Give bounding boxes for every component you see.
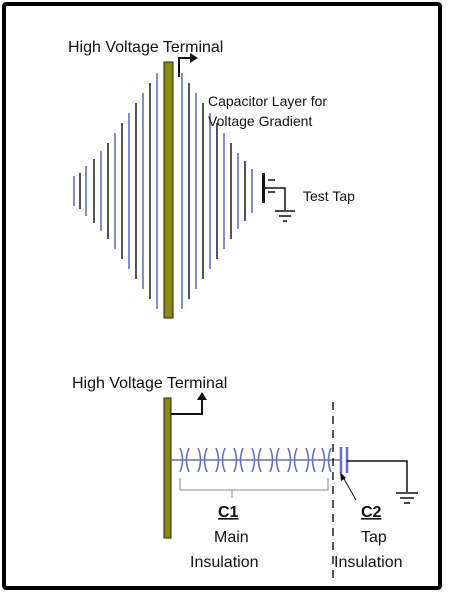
top-hv-terminal-label: High Voltage Terminal <box>68 39 223 56</box>
bottom-ground-icon <box>396 492 418 504</box>
chain-capacitor-b-1 <box>203 447 208 473</box>
chain-capacitor-0 <box>179 447 184 473</box>
chain-capacitor-6 <box>287 447 292 473</box>
c2-pointer <box>342 476 357 501</box>
bottom-hv-arrow-icon <box>197 392 207 400</box>
bottom-conductor <box>163 397 172 539</box>
central-conductor <box>163 61 174 319</box>
chain-capacitor-4 <box>251 447 256 473</box>
hv-terminal-arrow-icon <box>190 53 198 63</box>
chain-capacitor-b-4 <box>257 447 262 473</box>
bottom-hv-terminal-label: High Voltage Terminal <box>72 375 227 392</box>
test-tap-lead <box>265 187 286 210</box>
chain-capacitor-5 <box>269 447 274 473</box>
c1-bracket <box>179 478 329 491</box>
chain-capacitor-1 <box>197 447 202 473</box>
chain-capacitor-b-6 <box>293 447 298 473</box>
chain-capacitor-b-2 <box>221 447 226 473</box>
chain-capacitor-b-0 <box>185 447 190 473</box>
chain-capacitor-2 <box>215 447 220 473</box>
ground-lead <box>347 460 408 492</box>
c2-desc: Tap <box>361 529 387 546</box>
chain-capacitor-b-7 <box>311 447 316 473</box>
chain-capacitor-8 <box>321 447 326 473</box>
series-capacitor-chain <box>171 447 332 473</box>
c1-desc: Main <box>214 529 249 546</box>
capacitor-layer-label: Capacitor Layer for <box>208 93 327 109</box>
bottom-hv-lead <box>171 398 203 415</box>
c2-pointer-arrow-icon <box>340 472 346 481</box>
chain-capacitor-b-3 <box>239 447 244 473</box>
capacitor-layers <box>73 73 253 309</box>
hv-terminal-lead <box>178 57 193 77</box>
capacitor-layer-label-2: Voltage Gradient <box>208 113 312 129</box>
c2-desc-2: Insulation <box>334 554 403 571</box>
chain-capacitor-7 <box>305 447 310 473</box>
ground-icon <box>275 210 295 222</box>
chain-capacitor-3 <box>233 447 238 473</box>
test-tap-label: Test Tap <box>303 188 355 204</box>
chain-capacitor-b-5 <box>275 447 280 473</box>
c2-label: C2 <box>361 504 382 521</box>
test-tap-plate <box>262 173 265 203</box>
diagram-frame <box>2 2 442 590</box>
c1-desc-2: Insulation <box>190 554 259 571</box>
c1-label: C1 <box>218 504 239 521</box>
